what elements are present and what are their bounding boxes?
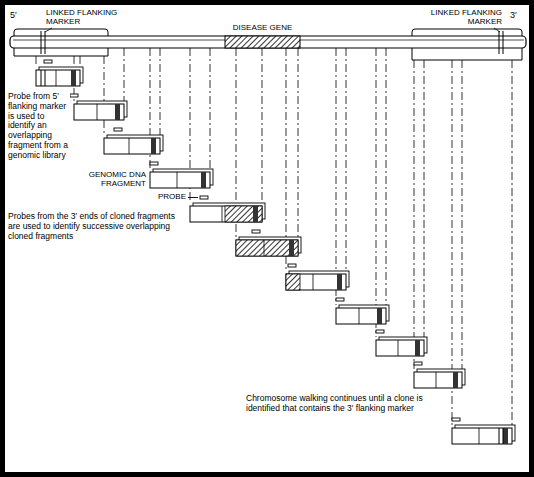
marker-line: [499, 428, 500, 444]
probe-symbol: [150, 162, 158, 165]
guide-line: [298, 48, 299, 237]
annotation-label: 3′: [510, 10, 526, 20]
annotation-label: GENOMIC DNA FRAGMENT: [70, 170, 146, 188]
disease-gene-region: [225, 36, 300, 48]
guide-line: [104, 56, 105, 135]
genomic-fragment: [190, 203, 265, 222]
fragment-front: [236, 240, 298, 256]
genomic-fragment: [376, 337, 427, 356]
guide-line: [424, 60, 425, 337]
fragment-front: [150, 172, 210, 188]
fragment-end: [151, 138, 156, 154]
fragment-gene-part: [236, 240, 298, 256]
genomic-fragment: [286, 271, 349, 290]
fragment-end: [71, 70, 76, 86]
genomic-fragment: [150, 169, 213, 188]
fragment-divider: [129, 138, 130, 154]
genomic-fragment: [236, 237, 301, 256]
marker-line: [499, 31, 500, 54]
probe-symbol: [252, 230, 260, 233]
genomic-fragment: [36, 67, 83, 86]
fragment-front: [336, 308, 386, 324]
guide-line: [346, 48, 347, 271]
fragment-divider: [313, 274, 314, 290]
marker-line: [41, 31, 42, 54]
probe-symbol: [336, 298, 344, 301]
fragment-front: [376, 340, 424, 356]
fragment-end: [201, 172, 206, 188]
guide-line: [462, 60, 463, 369]
leader-line: [494, 28, 500, 32]
probe-symbol: [114, 128, 122, 131]
fragment-gene-part: [225, 206, 262, 222]
marker-line: [503, 428, 504, 444]
frame-border: [3, 3, 532, 475]
guide-line: [386, 48, 387, 305]
guide-line: [512, 60, 513, 425]
probe-symbol: [70, 94, 78, 97]
fragment-end: [115, 104, 120, 120]
marker-line: [45, 31, 46, 54]
fragment-divider: [264, 240, 265, 256]
genomic-fragment: [414, 369, 465, 388]
probe-symbol: [44, 60, 52, 63]
guide-line: [80, 56, 81, 67]
fragment-end: [415, 340, 420, 356]
fragment-end: [503, 428, 508, 444]
guide-line: [160, 48, 161, 135]
fragment-front: [286, 274, 346, 290]
fragment-divider: [479, 428, 480, 444]
leader-line: [45, 28, 52, 32]
guide-line: [262, 48, 263, 203]
fragment-front: [36, 70, 80, 86]
annotation-label: DISEASE GENE: [215, 23, 310, 32]
probe-symbol: [200, 196, 208, 199]
fragment-gene-part: [286, 274, 300, 290]
fragment-divider: [177, 172, 178, 188]
fragment-end: [337, 274, 342, 290]
fragment-front: [104, 138, 160, 154]
genomic-fragment: [336, 305, 389, 324]
fragment-front: [452, 428, 512, 444]
fragment-end: [253, 206, 258, 222]
probe-symbol: [414, 362, 422, 365]
genomic-fragment: [452, 425, 515, 444]
fragment-divider: [359, 308, 360, 324]
annotation-label: PROBE: [150, 192, 186, 201]
annotation-label: Probe from 5′ flanking marker is used to…: [8, 92, 70, 160]
genomic-fragment: [104, 135, 163, 154]
guide-line: [376, 48, 377, 337]
annotation-label: Chromosome walking continues until a clo…: [246, 394, 446, 414]
fragment-divider: [97, 104, 98, 120]
fragment-divider: [56, 70, 57, 86]
genomic-fragment: [74, 101, 127, 120]
fragment-divider: [222, 206, 223, 222]
chromosome-bar: [10, 36, 526, 48]
fragment-divider: [436, 372, 437, 388]
guide-line: [414, 60, 415, 369]
annotation-label: Probes from the 3′ ends of cloned fragme…: [8, 212, 180, 241]
fragment-front: [414, 372, 462, 388]
leader-line: [188, 197, 198, 198]
annotation-label: LINKED FLANKING MARKER: [416, 8, 502, 26]
fragment-end: [289, 240, 294, 256]
marker-line: [45, 70, 46, 86]
fragment-front: [74, 104, 124, 120]
guide-line: [124, 48, 125, 101]
probe-symbol: [452, 418, 460, 421]
fragment-end: [453, 372, 458, 388]
guide-line: [36, 56, 37, 67]
guide-line: [336, 48, 337, 305]
annotation-label: 5′: [10, 10, 26, 20]
probe-symbol: [288, 264, 296, 267]
fragment-front: [190, 206, 262, 222]
probe-symbol: [376, 330, 384, 333]
marker-line: [503, 31, 504, 54]
guide-line: [210, 48, 211, 169]
marker-line: [41, 70, 42, 86]
annotation-label: LINKED FLANKING MARKER: [46, 8, 130, 26]
fragment-end: [377, 308, 382, 324]
fragment-divider: [398, 340, 399, 356]
